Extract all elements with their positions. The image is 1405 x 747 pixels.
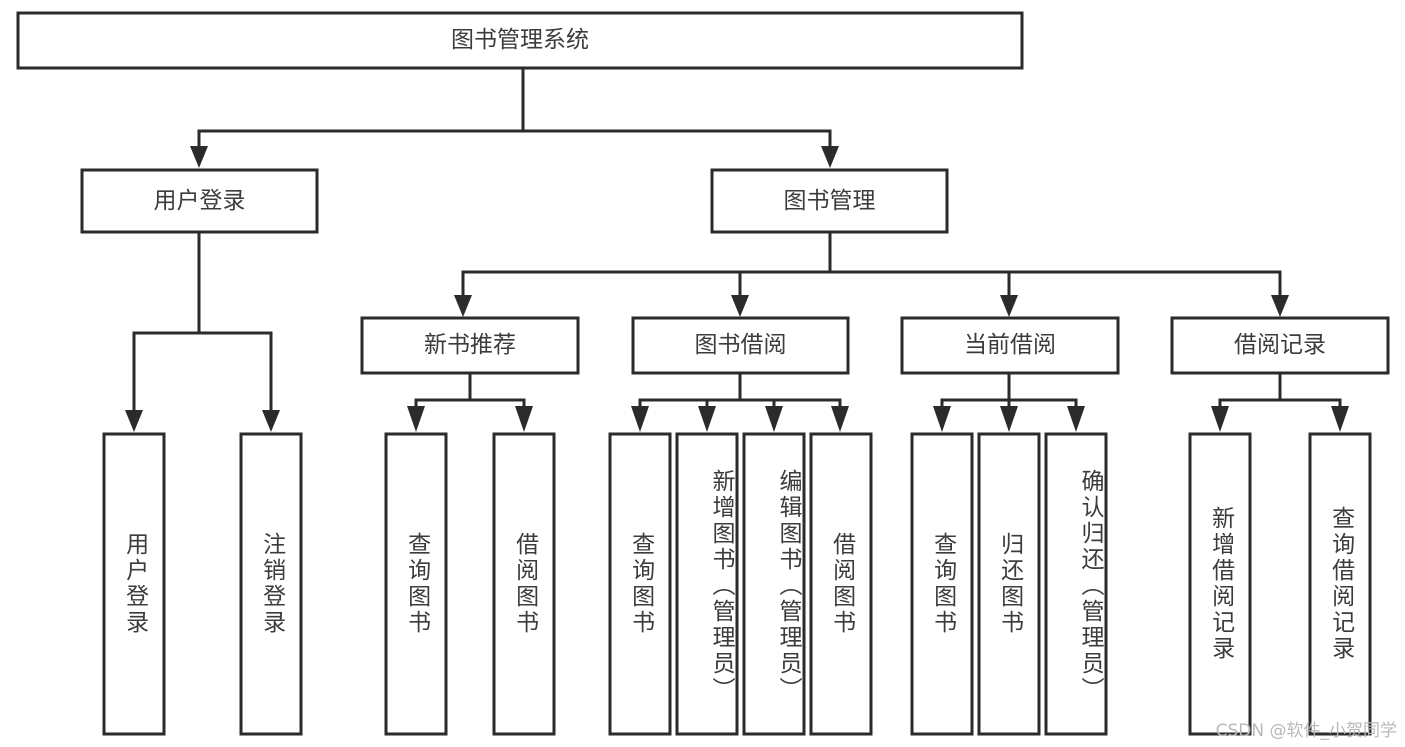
- arrow-head-leaf-user-login: [125, 410, 143, 432]
- node-box-borrow-record[interactable]: [1170, 316, 1390, 375]
- node-box-leaf-borrow-book-2[interactable]: [809, 432, 873, 736]
- node-box-leaf-add-book[interactable]: [675, 432, 739, 736]
- node-box-leaf-edit-book[interactable]: [742, 432, 806, 736]
- node-box-root[interactable]: [16, 11, 1024, 70]
- node-box-leaf-user-login[interactable]: [102, 432, 166, 736]
- arrow-head-leaf-return-book: [1000, 406, 1018, 432]
- connector-group-book-manage: [454, 230, 1289, 317]
- csdn-watermark: CSDN @软件_小贺同学: [1215, 721, 1397, 741]
- arrow-head-leaf-query-book-2: [631, 406, 649, 432]
- node-box-leaf-query-record[interactable]: [1308, 432, 1372, 736]
- node-box-leaf-confirm-return[interactable]: [1044, 432, 1108, 736]
- arrow-head-leaf-add-book: [698, 406, 716, 432]
- node-box-user-login[interactable]: [80, 168, 319, 234]
- connector-group-root: [190, 66, 839, 168]
- node-box-book-borrow[interactable]: [631, 316, 850, 375]
- arrow-head-leaf-borrow-book-1: [515, 406, 533, 432]
- arrow-head-leaf-borrow-book-2: [831, 406, 849, 432]
- connector-group-new-book-rec: [407, 371, 533, 432]
- node-box-leaf-logout[interactable]: [239, 432, 303, 736]
- node-box-leaf-return-book[interactable]: [977, 432, 1041, 736]
- arrow-head-user-login: [190, 146, 208, 168]
- arrow-head-book-borrow: [731, 295, 749, 317]
- arrow-head-new-book-rec: [454, 295, 472, 317]
- node-box-new-book-rec[interactable]: [360, 316, 580, 375]
- node-box-current-borrow[interactable]: [900, 316, 1120, 375]
- node-box-leaf-borrow-book-1[interactable]: [492, 432, 556, 736]
- arrow-head-leaf-logout: [262, 410, 280, 432]
- node-box-leaf-query-book-2[interactable]: [608, 432, 672, 736]
- connector-group-borrow-record: [1211, 371, 1349, 432]
- connector-group-current-borrow: [933, 371, 1085, 432]
- arrow-head-leaf-confirm-return: [1067, 406, 1085, 432]
- arrow-head-leaf-query-book-1: [407, 406, 425, 432]
- node-box-leaf-query-book-3[interactable]: [910, 432, 974, 736]
- arrow-head-leaf-edit-book: [765, 406, 783, 432]
- arrow-head-borrow-record: [1271, 295, 1289, 317]
- connector-group-user-login: [125, 230, 280, 432]
- node-box-book-manage[interactable]: [710, 168, 949, 234]
- node-box-leaf-query-book-1[interactable]: [384, 432, 448, 736]
- connector-group-book-borrow: [631, 371, 849, 432]
- arrow-head-leaf-query-book-3: [933, 406, 951, 432]
- arrow-head-current-borrow: [1000, 295, 1018, 317]
- arrow-head-book-manage: [821, 146, 839, 168]
- node-box-leaf-add-record[interactable]: [1188, 432, 1252, 736]
- arrow-head-leaf-add-record: [1211, 406, 1229, 432]
- arrow-head-leaf-query-record: [1331, 406, 1349, 432]
